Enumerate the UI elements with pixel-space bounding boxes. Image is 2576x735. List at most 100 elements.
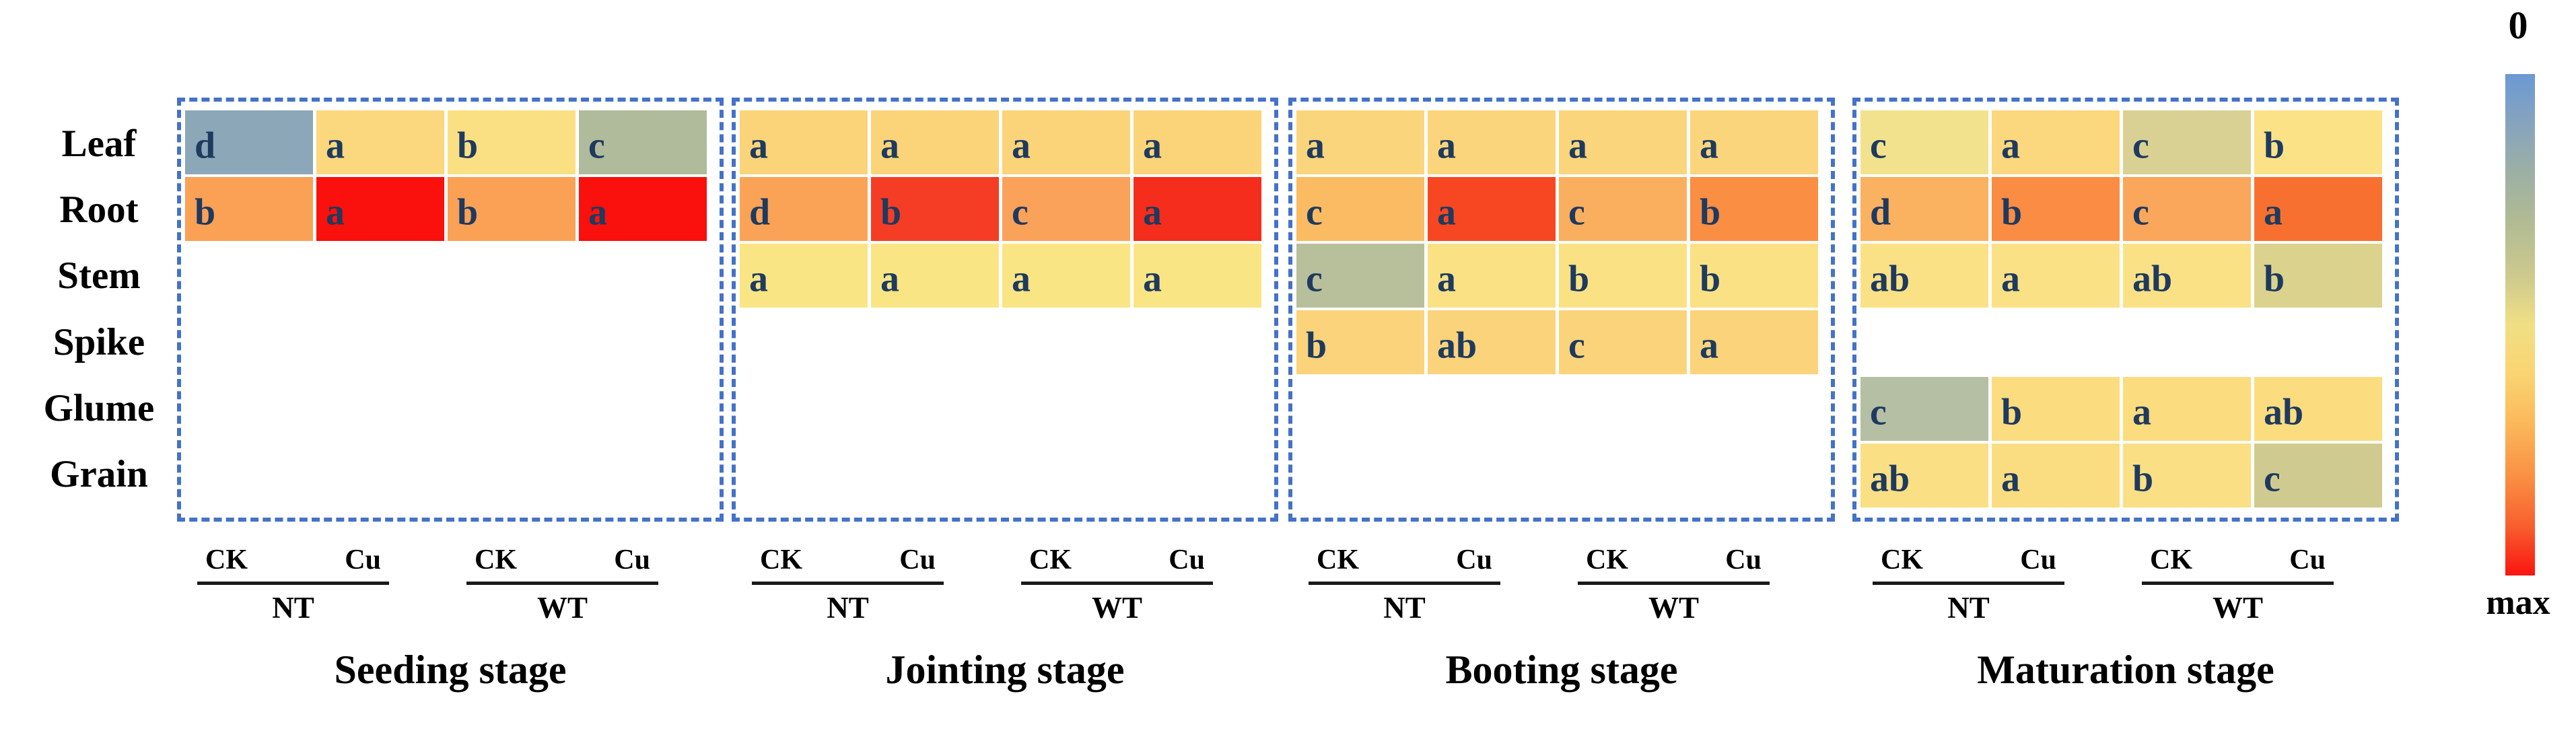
heatmap-cell: a	[1296, 110, 1424, 174]
heatmap-cell: c	[2123, 177, 2251, 241]
heatmap-cell: a	[2123, 377, 2251, 441]
treatment-label-ck: CK	[1586, 545, 1628, 575]
tissue-label-glume: Glume	[43, 386, 155, 429]
heatmap-cell: a	[1134, 110, 1261, 174]
heatmap-cell: a	[1690, 110, 1818, 174]
heatmap-cell: a	[1002, 244, 1130, 308]
heatmap-cell	[185, 377, 313, 441]
tissue-label-leaf: Leaf	[61, 122, 137, 165]
treatment-label-cu: Cu	[1725, 545, 1762, 575]
heatmap-cell: b	[2254, 244, 2382, 308]
tissue-label-grain: Grain	[50, 453, 148, 496]
heatmap-cell: c	[579, 110, 707, 174]
heatmap-cell	[1134, 377, 1261, 441]
significance-letter: a	[1143, 124, 1162, 166]
significance-letter: d	[749, 190, 771, 233]
heatmap-cell	[1002, 444, 1130, 508]
heatmap-cell: c	[1559, 177, 1687, 241]
tissue-label-root: Root	[59, 188, 139, 231]
heatmap-cell	[1559, 377, 1687, 441]
significance-letter: c	[588, 124, 605, 166]
genotype-label-wt: WT	[1648, 591, 1699, 625]
heatmap-cell: a	[1992, 444, 2120, 508]
treatment-label-ck: CK	[1029, 545, 1072, 575]
significance-letter: a	[326, 124, 345, 166]
heatmap-cell: c	[1002, 177, 1130, 241]
treatment-label-cu: Cu	[1169, 545, 1205, 575]
heatmap-cell	[1428, 377, 1556, 441]
heatmap-cell	[185, 444, 313, 508]
heatmap-cell	[740, 444, 868, 508]
heatmap-cell	[871, 444, 999, 508]
heatmap-cell: c	[1860, 110, 1988, 174]
significance-letter: ab	[2132, 257, 2173, 300]
significance-letter: a	[1012, 124, 1031, 166]
significance-letter: b	[2132, 457, 2154, 499]
heatmap-cell: c	[1296, 177, 1424, 241]
significance-letter: d	[1870, 190, 1891, 233]
heatmap-cell: a	[316, 177, 444, 241]
heatmap-cell	[185, 310, 313, 374]
heatmap-cell: d	[1860, 177, 1988, 241]
treatment-label-cu: Cu	[614, 545, 650, 575]
significance-letter: a	[1306, 124, 1325, 166]
heatmap-cell: a	[316, 110, 444, 174]
colorbar: 0 max	[2460, 0, 2576, 735]
heatmap-cell	[871, 310, 999, 374]
heatmap-cell: b	[1992, 177, 2120, 241]
significance-letter: a	[1700, 124, 1718, 166]
significance-letter: a	[2264, 190, 2283, 233]
significance-letter: c	[2264, 457, 2281, 499]
significance-letter: a	[1012, 257, 1031, 300]
heatmap-cell: a	[1428, 177, 1556, 241]
significance-letter: a	[1143, 190, 1162, 233]
treatment-labels: CK Cu	[1873, 544, 2064, 585]
stage-title: Booting stage	[1445, 648, 1678, 692]
heatmap-cell	[1134, 310, 1261, 374]
treatment-label-cu: Cu	[899, 545, 936, 575]
significance-letter: a	[2001, 124, 2020, 166]
heatmap-cell: a	[1134, 244, 1261, 308]
heatmap-cell	[448, 444, 576, 508]
treatment-label-ck: CK	[1881, 545, 1923, 575]
significance-letter: ab	[2264, 390, 2304, 433]
heatmap-cell: b	[185, 177, 313, 241]
heatmap-cell: ab	[1860, 444, 1988, 508]
heatmap-cell	[316, 244, 444, 308]
treatment-label-cu: Cu	[1456, 545, 1492, 575]
colorbar-min-label: 0	[2508, 3, 2528, 47]
colorbar-max-label: max	[2486, 584, 2550, 622]
significance-letter: c	[1012, 190, 1029, 233]
heatmap-cell: b	[448, 110, 576, 174]
significance-letter: a	[749, 257, 768, 300]
significance-letter: b	[2001, 390, 2023, 433]
significance-letter: b	[457, 124, 479, 166]
significance-letter: b	[1700, 257, 1721, 300]
treatment-label-cu: Cu	[2020, 545, 2056, 575]
heatmap-cell: a	[1992, 244, 2120, 308]
heatmap-cell: ab	[2123, 244, 2251, 308]
heatmap-cell: a	[1134, 177, 1261, 241]
heatmap-cell: a	[1690, 310, 1818, 374]
genotype-label-nt: NT	[1947, 591, 1990, 625]
heatmap-cell: a	[1428, 110, 1556, 174]
significance-letter: ab	[1870, 457, 1910, 499]
heatmap-cell: a	[740, 110, 868, 174]
stage-title: Maturation stage	[1977, 648, 2274, 692]
heatmap-cell: c	[1559, 310, 1687, 374]
significance-letter: b	[1306, 324, 1327, 366]
